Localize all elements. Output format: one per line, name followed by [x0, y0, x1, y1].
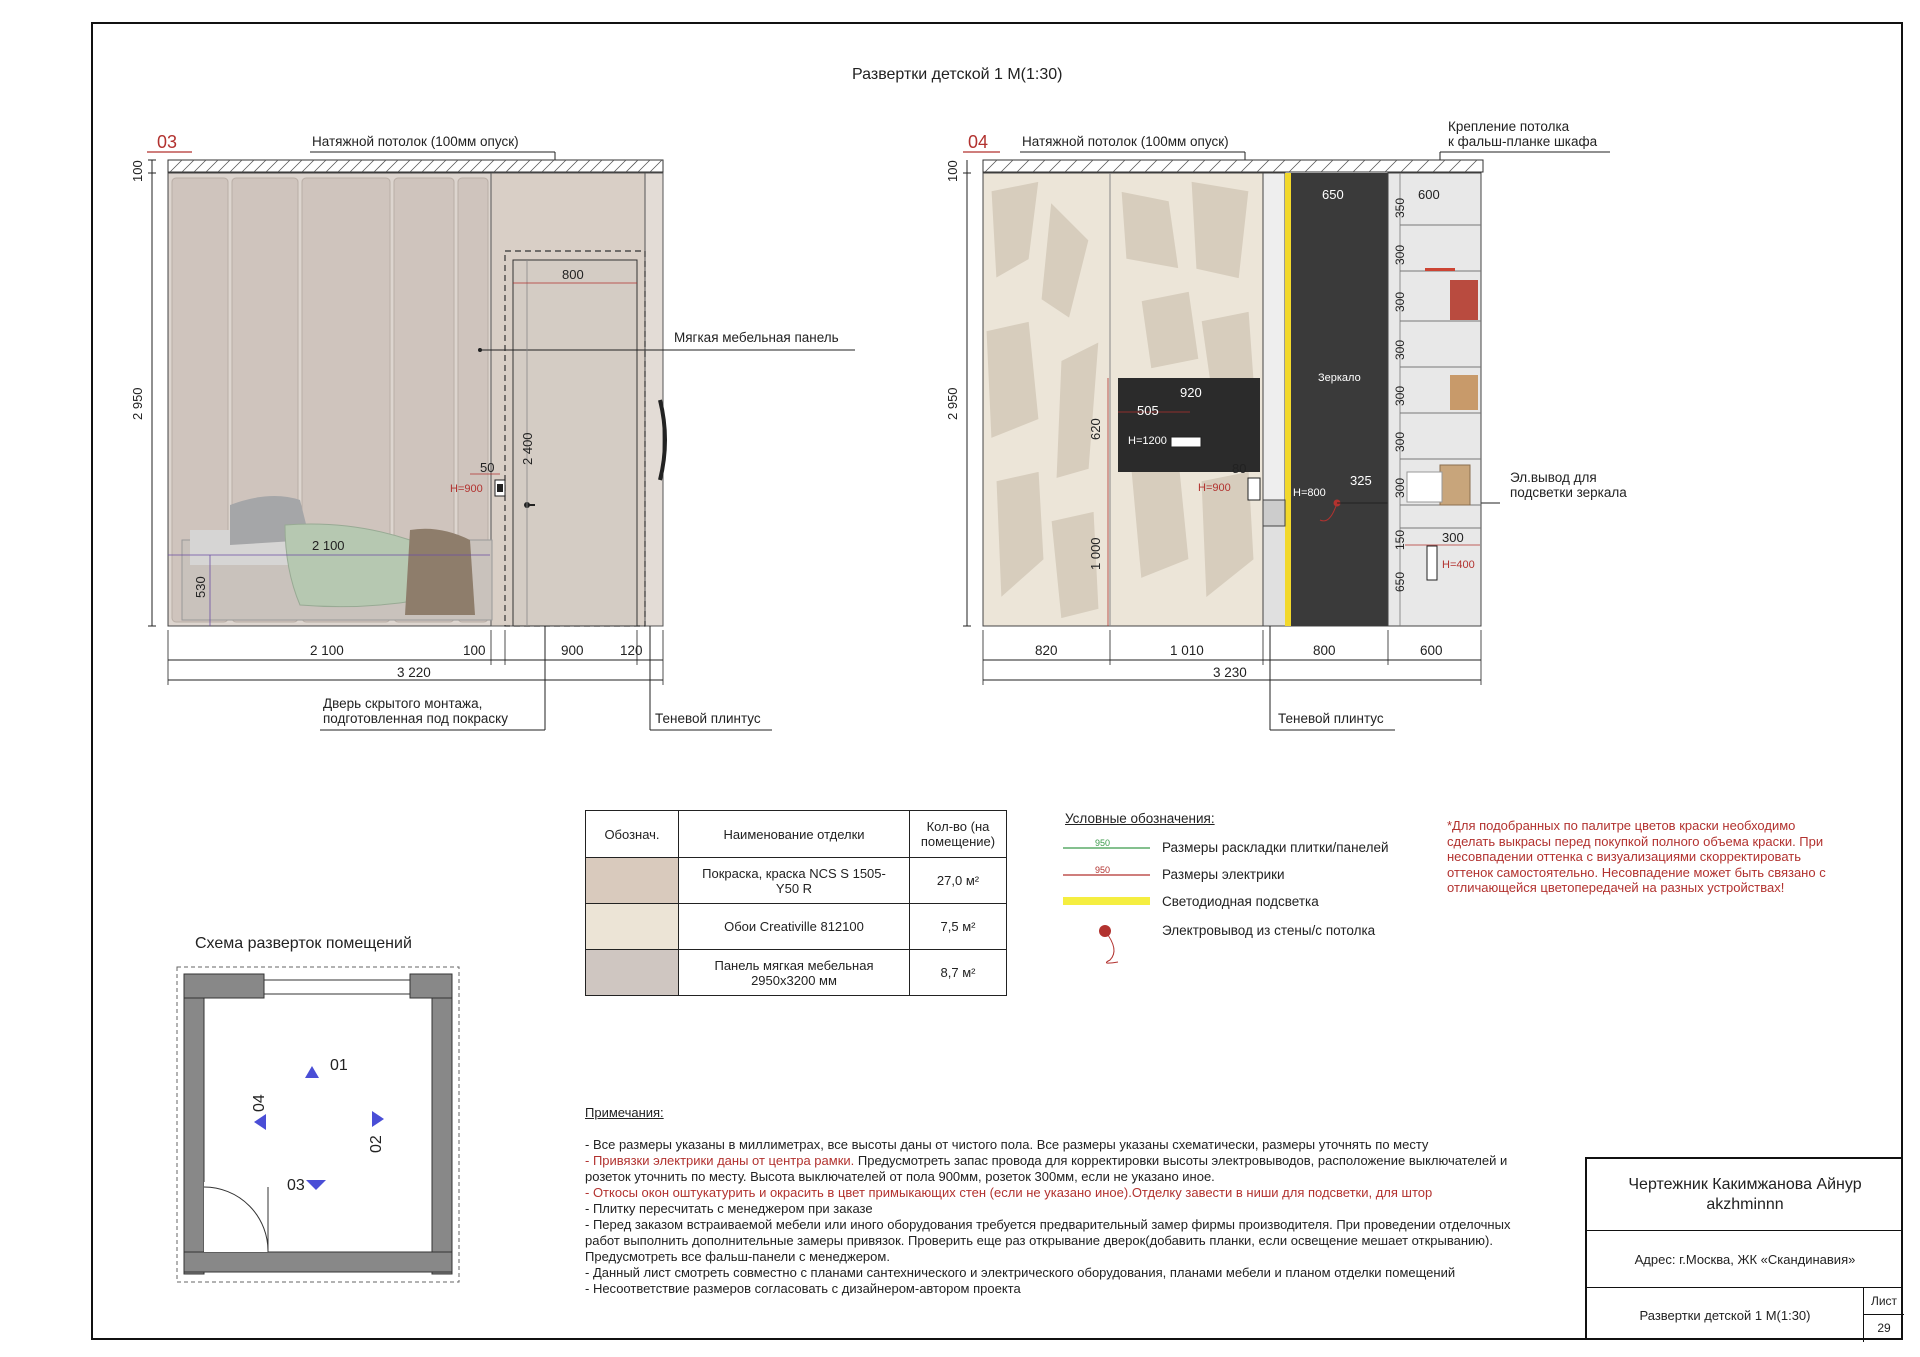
e04-mirror-outlet-2: подсветки зеркала [1510, 485, 1627, 500]
legend-sample-tile: 950 [1095, 838, 1111, 848]
finish-qty: 27,0 м² [909, 857, 1007, 904]
e04-dim-820: 820 [1035, 643, 1058, 658]
e04-tv-width: 920 [1180, 385, 1202, 400]
e04-shelf-width: 600 [1418, 187, 1440, 202]
e03-door-label-1: Дверь скрытого монтажа, [323, 696, 483, 711]
legend-item: Электровывод из стены/с потолка [1162, 923, 1376, 938]
finish-header-qty: Кол-во (на помещение) [909, 810, 1007, 858]
e04-skirting-label: Теневой плинтус [1278, 711, 1384, 726]
e03-switch-height: H=900 [450, 483, 483, 495]
finish-swatch-paint [585, 857, 679, 904]
e03-ceiling-label: Натяжной потолок (100мм опуск) [312, 134, 519, 149]
finish-qty: 7,5 м² [909, 903, 1007, 950]
scheme-title: Схема разверток помещений [195, 935, 412, 952]
drawing-frame [91, 22, 1903, 1340]
e04-switch-offset: 80 [1232, 461, 1247, 476]
e03-bed-width: 2 100 [312, 538, 345, 553]
table-row: Обои Creativille 812100 7,5 м² [585, 903, 1007, 950]
e03-door-width: 800 [562, 267, 584, 282]
scheme-marker-03: 03 [287, 1177, 305, 1194]
e04-dim-1010: 1 010 [1170, 643, 1204, 658]
scheme-marker-02: 02 [368, 1135, 385, 1153]
legend-sample-elec: 950 [1095, 865, 1111, 875]
title-block: Чертежник Какимжанова Айнур akzhminnn Ад… [1585, 1157, 1904, 1342]
e03-total-width: 3 220 [397, 665, 431, 680]
legend-item: Размеры раскладки плитки/панелей [1162, 840, 1389, 855]
finish-name: Панель мягкая мебельная 2950x3200 мм [678, 949, 910, 996]
e04-ceiling-label: Натяжной потолок (100мм опуск) [1022, 134, 1229, 149]
legend-item: Светодиодная подсветка [1162, 894, 1319, 909]
legend-title: Условные обозначения: [1065, 811, 1215, 826]
finish-table: Обознач. Наименование отделки Кол-во (на… [585, 810, 1007, 996]
note-line: - Все размеры указаны в миллиметрах, все… [585, 1137, 1429, 1152]
note-line: - Несоответствие размеров согласовать с … [585, 1281, 1021, 1296]
e03-skirting-label: Теневой плинтус [655, 711, 761, 726]
finish-swatch-panel [585, 949, 679, 996]
e04-mirror-outlet-1: Эл.вывод для [1510, 470, 1597, 485]
e04-socket-height: H=400 [1442, 559, 1475, 571]
e04-mirror-offset: 325 [1350, 473, 1372, 488]
notes-block: Примечания: - Все размеры указаны в милл… [585, 1105, 1545, 1297]
legend-item: Размеры электрики [1162, 867, 1285, 882]
e04-tv-height: H=1200 [1128, 435, 1167, 447]
note-line: - Перед заказом встраиваемой мебели или … [585, 1217, 1511, 1264]
note-line: - Привязки электрики даны от центра рамк… [585, 1153, 1545, 1185]
page-title: Развертки детской 1 М(1:30) [852, 66, 1063, 83]
e04-dim-800: 800 [1313, 643, 1336, 658]
scheme-marker-01: 01 [330, 1057, 348, 1074]
e03-door-label-2: подготовленная под покраску [323, 711, 508, 726]
note-text: Предусмотреть запас провода для корректи… [585, 1153, 1508, 1184]
note-line: - Плитку пересчитать с менеджером при за… [585, 1201, 873, 1216]
e03-panel-label: Мягкая мебельная панель [674, 330, 839, 345]
note-line: - Откосы окон оштукатурить и окрасить в … [585, 1185, 1433, 1200]
e03-dim-900: 900 [561, 643, 584, 658]
e04-mount-label-2: к фальш-планке шкафа [1448, 134, 1598, 149]
e04-total-width: 3 230 [1213, 665, 1247, 680]
e03-dim-100b: 100 [463, 643, 486, 658]
stamp-sheet-label: Лист [1864, 1288, 1904, 1315]
e04-dim-600: 600 [1420, 643, 1443, 658]
finish-qty: 8,7 м² [909, 949, 1007, 996]
stamp-sheet-title: Развертки детской 1 М(1:30) [1587, 1288, 1864, 1342]
paint-note: *Для подобранных по палитре цветов краск… [1447, 818, 1826, 895]
scheme-marker-04: 04 [251, 1094, 268, 1112]
finish-name: Обои Creativille 812100 [678, 903, 910, 950]
elevation-04-label: 04 [968, 132, 989, 152]
e04-mount-label-1: Крепление потолка [1448, 119, 1570, 134]
e04-switch-height: H=900 [1198, 482, 1231, 494]
e03-switch-offset: 50 [480, 460, 495, 475]
e04-socket-width: 300 [1442, 530, 1464, 545]
note-line: - Данный лист смотреть совместно с плана… [585, 1265, 1456, 1280]
table-row: Покраска, краска NCS S 1505- Y50 R 27,0 … [585, 857, 1007, 904]
e03-dim-2100: 2 100 [310, 643, 344, 658]
finish-header-code: Обознач. [585, 810, 679, 858]
notes-title: Примечания: [585, 1105, 664, 1120]
e04-tv-offset: 505 [1137, 403, 1159, 418]
elevation-03-label: 03 [157, 132, 178, 152]
e04-mirror-label: Зеркало [1318, 372, 1361, 384]
e04-wardrobe-width: 650 [1322, 187, 1344, 202]
e03-dim-120: 120 [620, 643, 643, 658]
table-row: Панель мягкая мебельная 2950x3200 мм 8,7… [585, 949, 1007, 996]
stamp-author: Чертежник Какимжанова Айнур akzhminnn [1587, 1159, 1903, 1231]
stamp-sheet-number: 29 [1877, 1321, 1891, 1335]
note-red: - Привязки электрики даны от центра рамк… [585, 1153, 855, 1168]
e04-mirror-height: H=800 [1293, 487, 1326, 499]
stamp-address: Адрес: г.Москва, ЖК «Скандинавия» [1587, 1232, 1903, 1288]
